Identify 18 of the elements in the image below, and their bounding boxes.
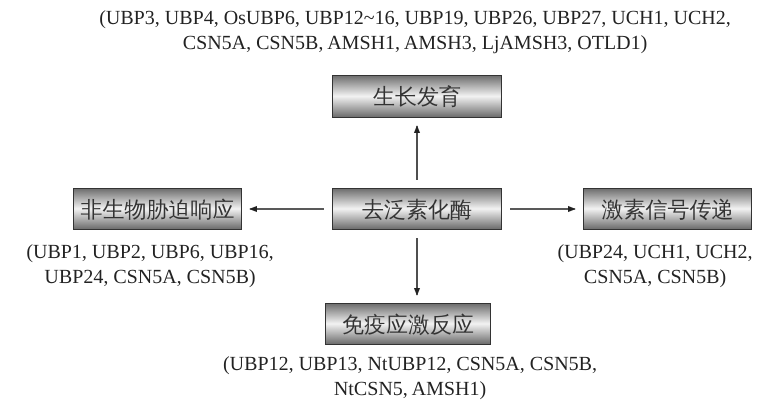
box-label: 非生物胁迫响应 xyxy=(80,196,234,224)
process-box xyxy=(583,188,752,230)
box-label: 激素信号传递 xyxy=(602,196,734,224)
process-box xyxy=(73,188,242,230)
box-label: 免疫应激反应 xyxy=(342,310,474,338)
gene-list: (UBP1, UBP2, UBP6, UBP16, UBP24, CSN5A, CSN5B) xyxy=(0,240,300,290)
gene-list: (UBP3, UBP4, OsUBP6, UBP12~16, UBP19, UBP26, UBP27, UCH1, UCH2, CSN5A, CSN5B, AMSH1, AMSH3, LjAMSH3, OTLD1) xyxy=(70,6,760,56)
process-box xyxy=(332,75,502,118)
gene-list: (UBP12, UBP13, NtUBP12, CSN5A, CSN5B, NtCSN5, AMSH1) xyxy=(220,352,600,402)
box-label: 生长发育 xyxy=(373,83,461,111)
arrow xyxy=(414,238,420,296)
box-label: 去泛素化酶 xyxy=(362,196,472,224)
arrow xyxy=(414,125,420,180)
process-box xyxy=(332,188,502,230)
gene-list: (UBP24, UCH1, UCH2, CSN5A, CSN5B) xyxy=(545,240,765,290)
arrow xyxy=(510,206,576,212)
arrow xyxy=(249,206,324,212)
process-box xyxy=(325,303,491,345)
